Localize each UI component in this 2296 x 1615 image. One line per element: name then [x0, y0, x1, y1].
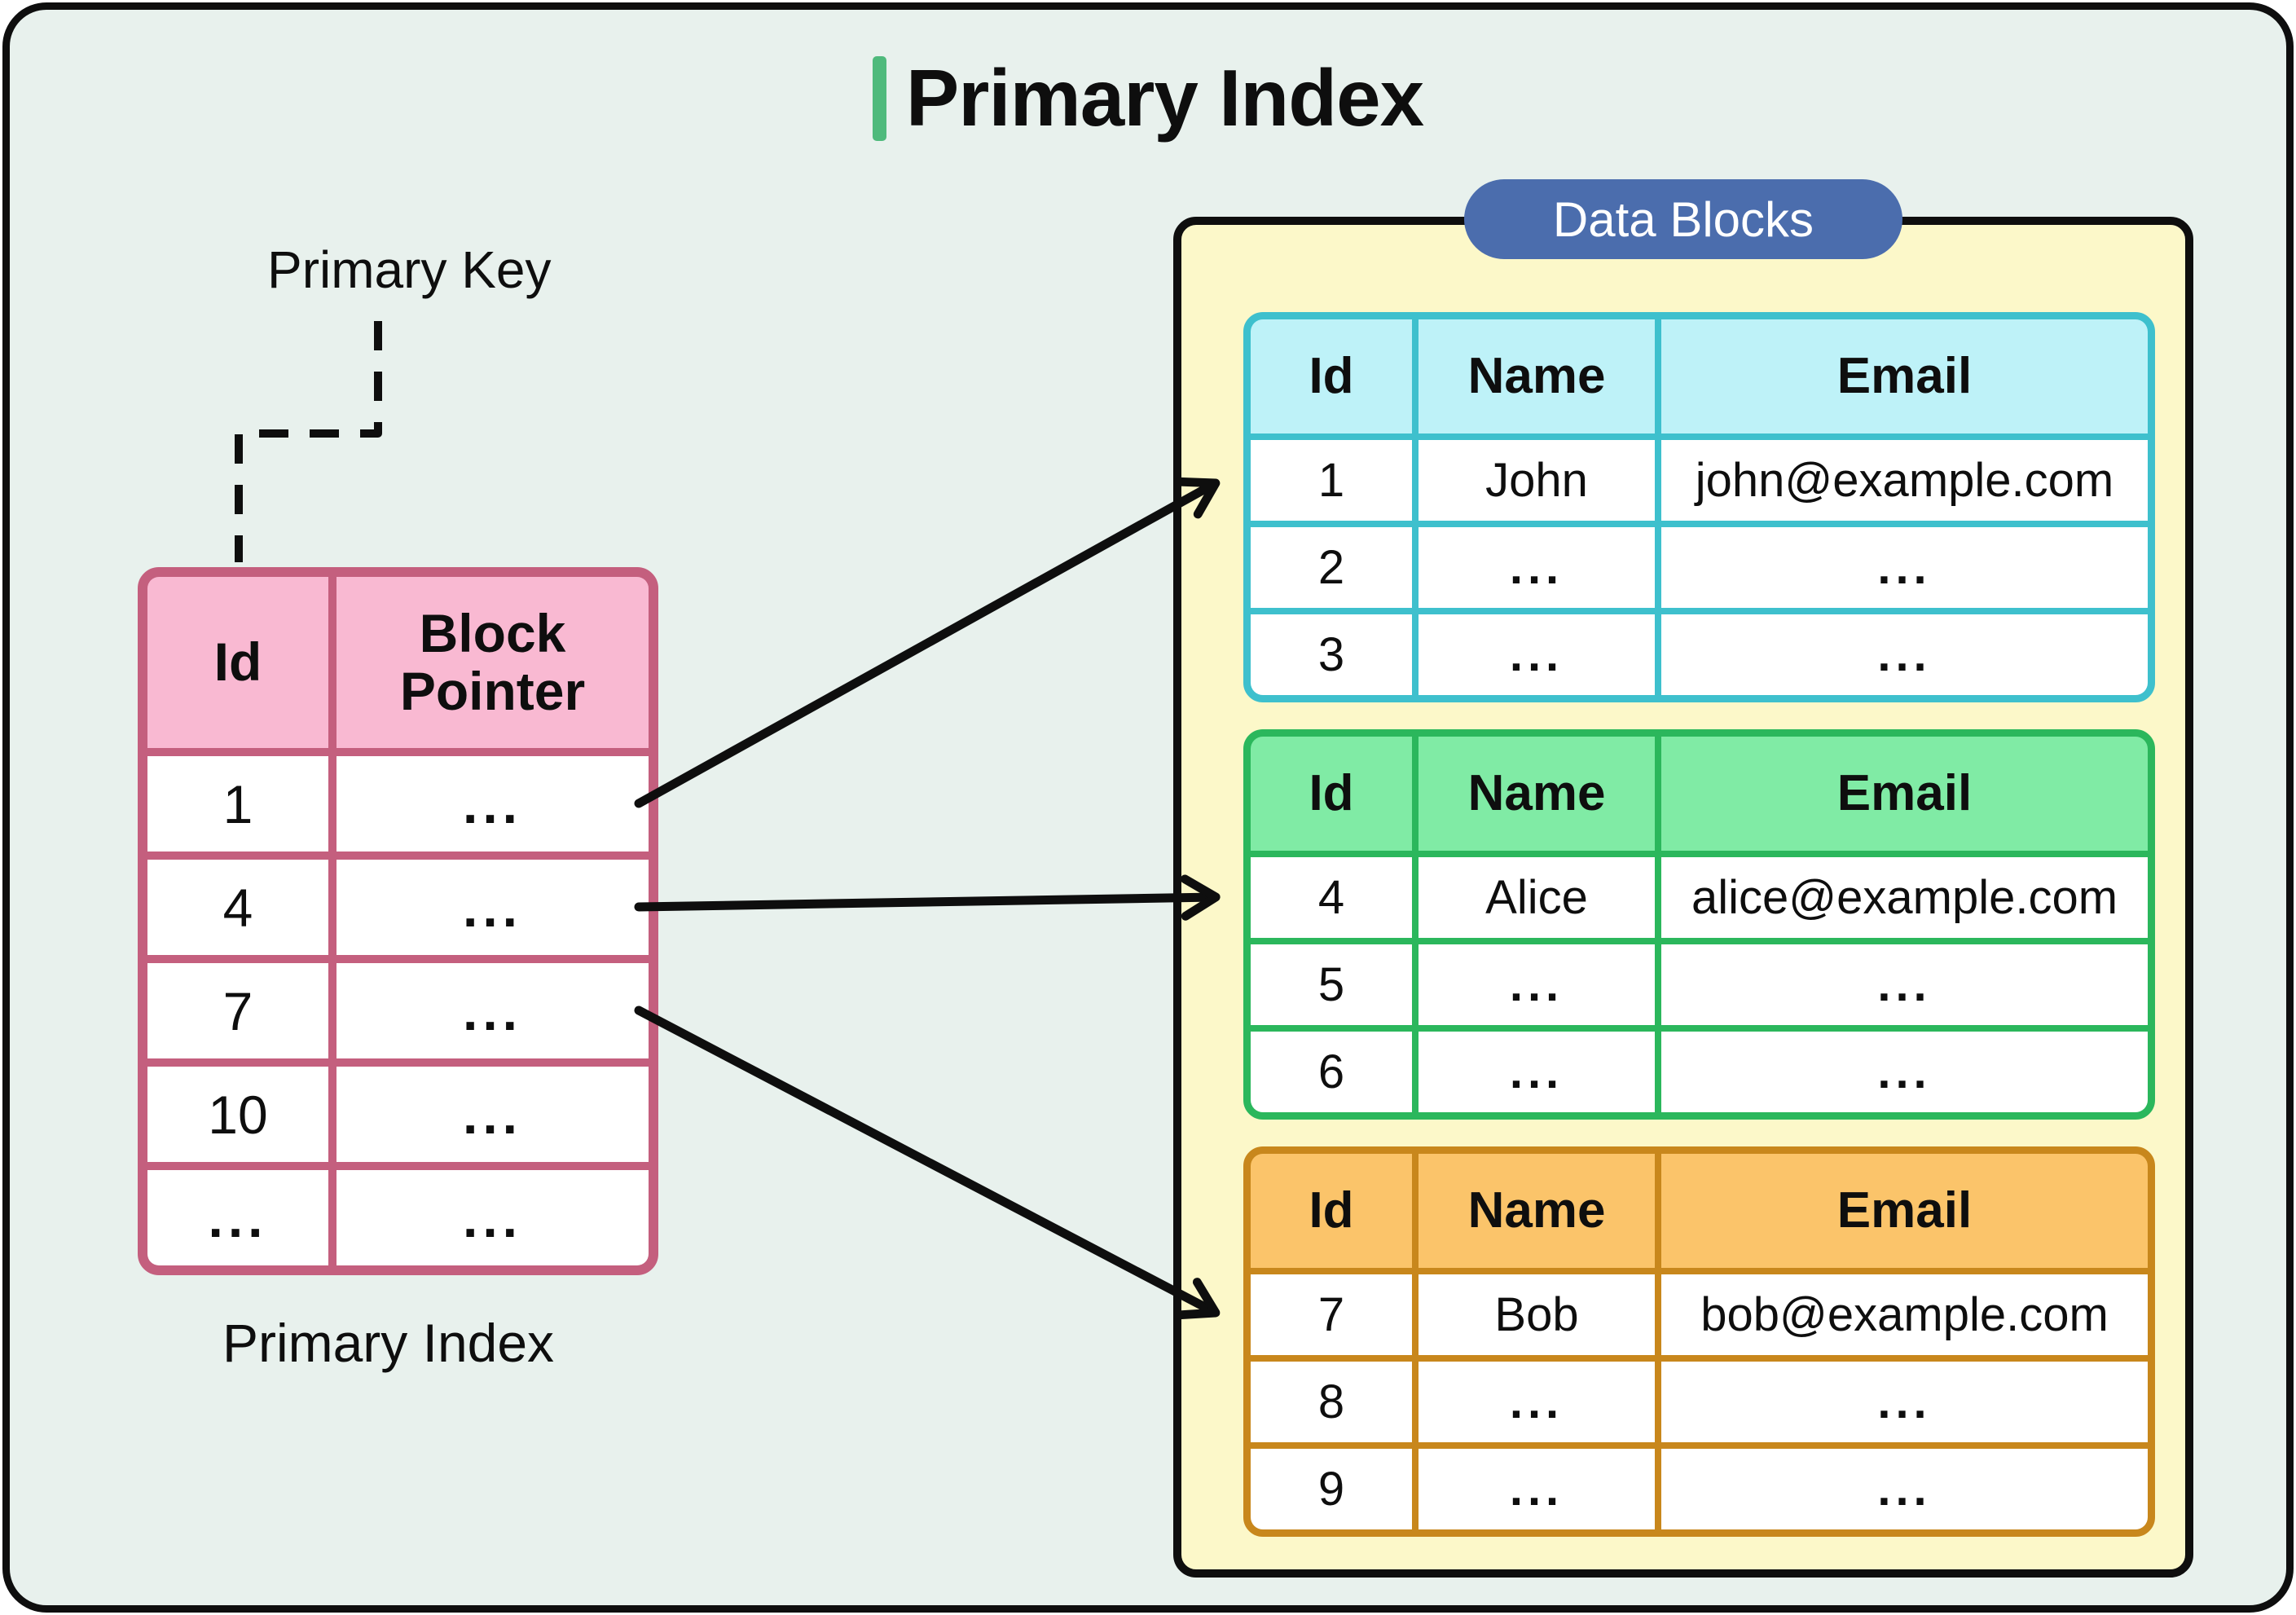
pointer-arrow-block-3 [634, 1006, 1221, 1320]
data-cell: 7 [1251, 1274, 1412, 1355]
data-cell: 2 [1251, 527, 1412, 608]
data-cell: ... [336, 756, 649, 852]
data-cell: ... [1419, 1449, 1655, 1529]
primary-index-caption: Primary Index [222, 1313, 555, 1373]
column-header-cell: Name [1419, 1154, 1655, 1268]
data-cell: ... [1661, 614, 2148, 695]
pointer-arrow-block-1 [634, 477, 1221, 808]
data-cell: 6 [1251, 1032, 1412, 1112]
column-header-cell: Block Pointer [336, 577, 649, 748]
column-header-cell: Id [1251, 319, 1412, 433]
data-cell: john@example.com [1661, 440, 2148, 521]
column-header-cell: Id [1251, 737, 1412, 851]
column-header-cell: Id [147, 577, 328, 748]
data-cell: ... [1661, 527, 2148, 608]
data-cell: ... [147, 1170, 328, 1265]
data-cell: ... [336, 860, 649, 955]
data-cell: ... [1419, 1032, 1655, 1112]
data-cell: 1 [1251, 440, 1412, 521]
data-cell: 5 [1251, 944, 1412, 1025]
data-cell: 9 [1251, 1449, 1412, 1529]
data-cell: John [1419, 440, 1655, 521]
data-cell: ... [1661, 1449, 2148, 1529]
data-cell: ... [336, 963, 649, 1058]
column-header-cell: Email [1661, 1154, 2148, 1268]
data-cell: Bob [1419, 1274, 1655, 1355]
data-cell: alice@example.com [1661, 857, 2148, 938]
data-cell: ... [336, 1067, 649, 1162]
primary-key-label: Primary Key [267, 240, 552, 299]
column-header-cell: Name [1419, 737, 1655, 851]
column-header-cell: Name [1419, 319, 1655, 433]
primary-key-dashed-connector [235, 321, 382, 562]
column-header-cell: Email [1661, 319, 2148, 433]
data-cell: ... [1419, 614, 1655, 695]
page-title-text: Primary Index [905, 53, 1424, 143]
data-cell: ... [1661, 1362, 2148, 1442]
data-cell: Alice [1419, 857, 1655, 938]
data-cell: ... [1419, 1362, 1655, 1442]
title-accent-bar [872, 55, 886, 141]
data-cell: 7 [147, 963, 328, 1058]
pointer-arrow-block-2 [634, 874, 1221, 921]
data-blocks-badge: Data Blocks [1464, 179, 1902, 259]
data-cell: bob@example.com [1661, 1274, 2148, 1355]
column-header-cell: Email [1661, 737, 2148, 851]
data-cell: 8 [1251, 1362, 1412, 1442]
data-cell: 1 [147, 756, 328, 852]
data-cell: 4 [1251, 857, 1412, 938]
data-cell: ... [1661, 1032, 2148, 1112]
data-cell: ... [336, 1170, 649, 1265]
data-cell: 10 [147, 1067, 328, 1162]
data-cell: ... [1419, 944, 1655, 1025]
data-cell: ... [1661, 944, 2148, 1025]
page-title: Primary Index [10, 52, 2286, 144]
data-cell: 4 [147, 860, 328, 955]
column-header-cell: Id [1251, 1154, 1412, 1268]
data-cell: ... [1419, 527, 1655, 608]
data-cell: 3 [1251, 614, 1412, 695]
